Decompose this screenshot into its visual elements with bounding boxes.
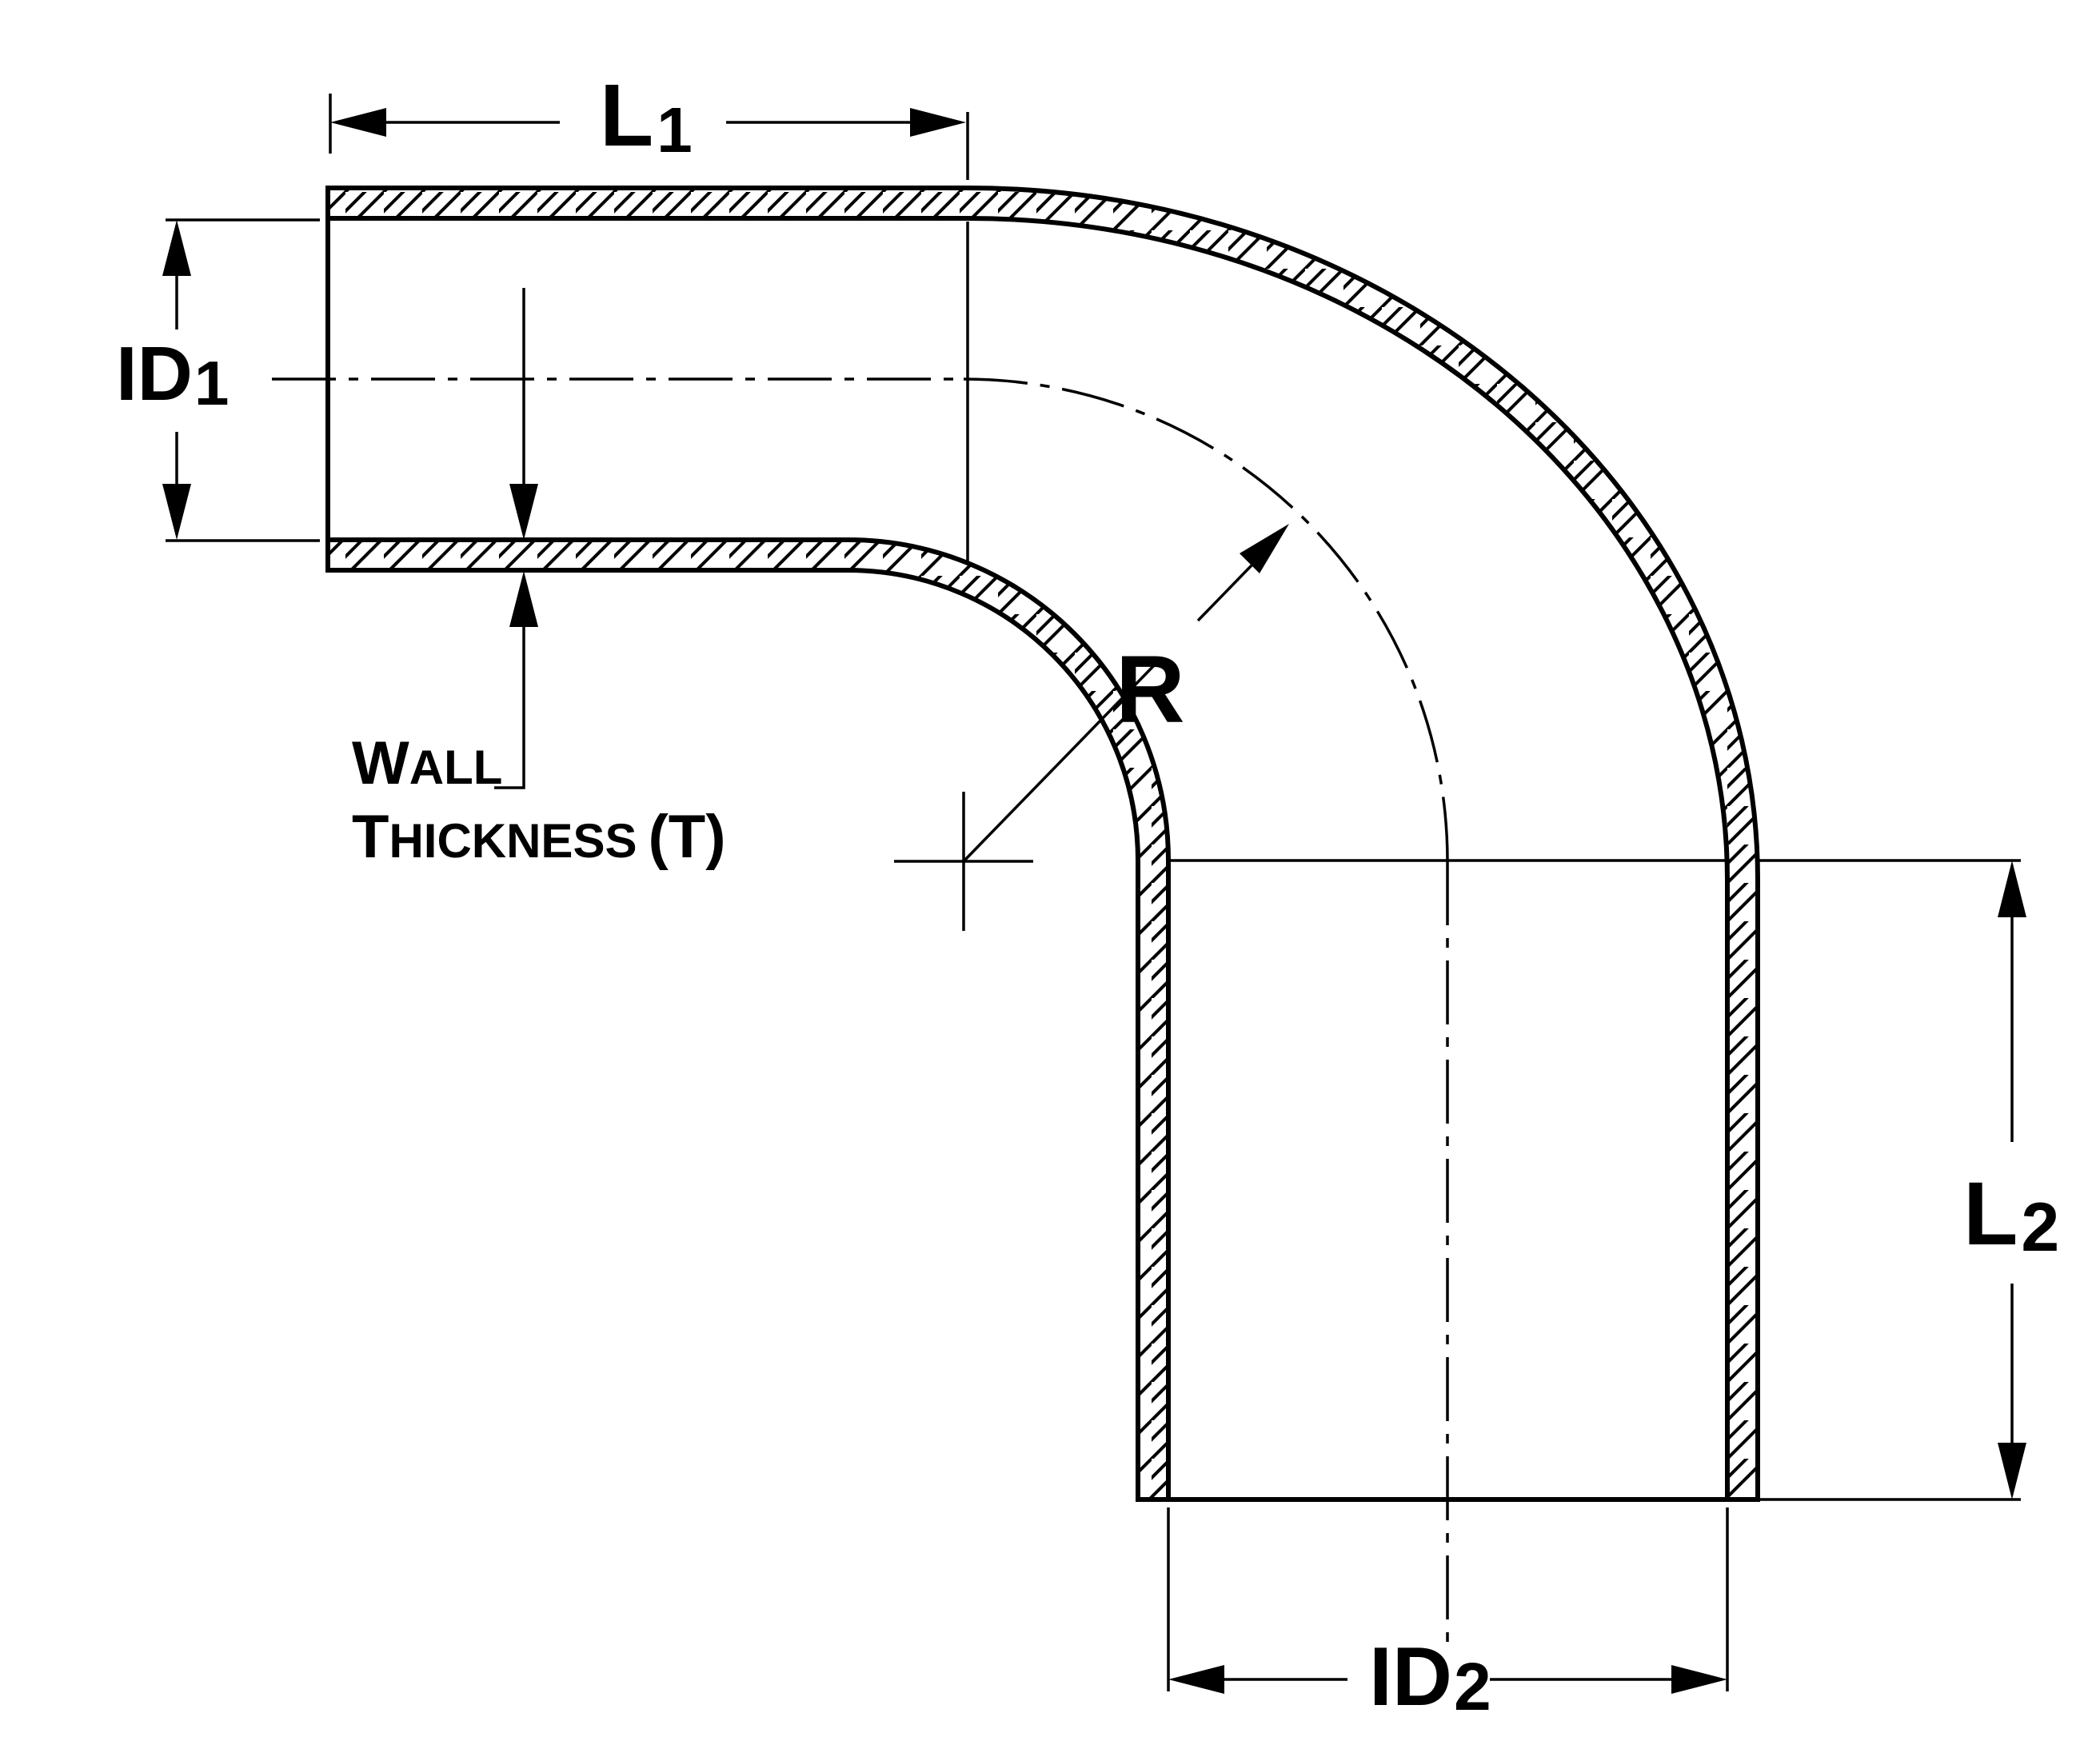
dimension-id2: ID2 <box>1167 1507 1729 1724</box>
radius-leader-segment1 <box>962 660 1160 863</box>
wall-thickness-arrow-up <box>509 571 538 627</box>
wall-thickness-leader <box>494 627 525 789</box>
centerlines <box>272 377 1449 1651</box>
l2-label: L2 <box>1963 1164 2059 1266</box>
wall-thickness-label-line1: WALL <box>352 729 502 797</box>
tube-body <box>325 186 1760 1502</box>
wall-thickness-callout: WALL THICKNESS(T) <box>352 288 726 871</box>
l2-arrow-down <box>1998 1443 2026 1499</box>
dimension-id1: ID1 <box>116 218 320 542</box>
id1-arrow-up <box>162 220 191 276</box>
id2-arrow-left <box>1168 1665 1224 1694</box>
dimension-radius: R <box>894 524 1289 931</box>
id1-label: ID1 <box>116 331 229 418</box>
dimension-l1: L1 <box>329 66 969 180</box>
id2-arrow-right <box>1671 1665 1727 1694</box>
id1-arrow-down <box>162 484 191 540</box>
l1-arrow-left <box>330 108 386 137</box>
bend-centerline-arc <box>963 377 1449 862</box>
l2-arrow-up <box>1998 861 2026 917</box>
radius-arrow <box>1240 524 1289 573</box>
inner-wall-section <box>325 537 1171 1502</box>
l1-label: L1 <box>600 66 693 166</box>
dimension-l2: L2 <box>1168 859 2059 1501</box>
wall-thickness-arrow-down <box>509 484 538 540</box>
wall-thickness-label-line2: THICKNESS(T) <box>352 803 726 871</box>
l1-arrow-right <box>910 108 966 137</box>
id2-label: ID2 <box>1369 1631 1491 1724</box>
radius-label: R <box>1116 636 1185 743</box>
